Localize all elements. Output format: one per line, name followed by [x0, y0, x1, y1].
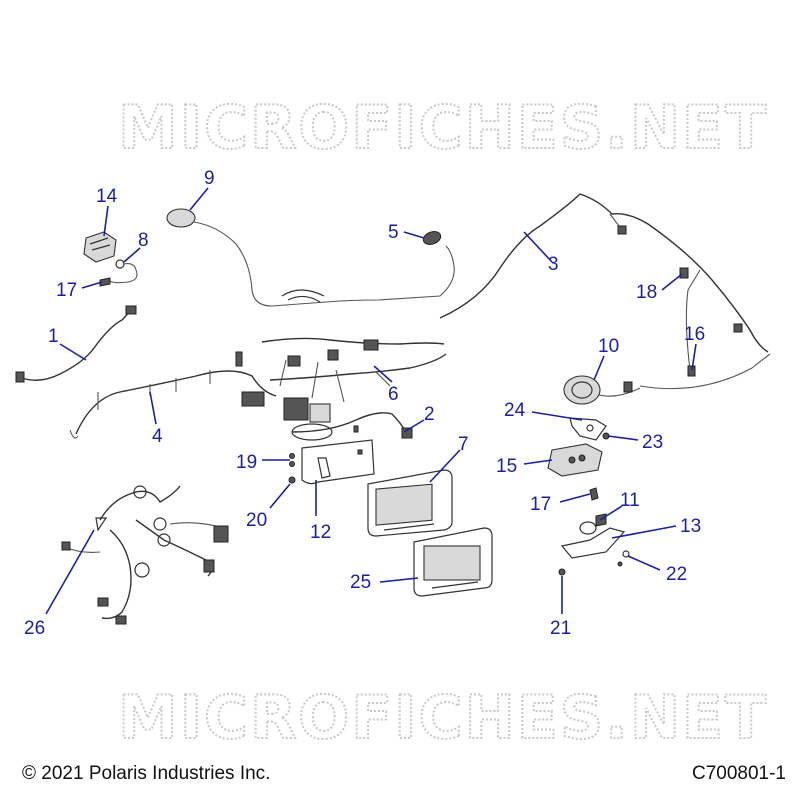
copyright-text: © 2021 Polaris Industries Inc. — [22, 763, 271, 784]
part-24-bracket — [569, 417, 607, 441]
part-15-module — [547, 443, 603, 477]
part-18-clip — [679, 267, 689, 279]
part-14-sensor — [83, 231, 117, 263]
callout-10: 10 — [598, 336, 619, 357]
callout-11: 11 — [620, 490, 640, 511]
part-1-harness — [15, 305, 137, 383]
part-17-screw-right — [589, 487, 599, 501]
callout-5: 5 — [388, 222, 399, 243]
callout-12: 12 — [310, 522, 331, 543]
part-26-harness — [61, 485, 229, 625]
callout-17-left: 17 — [56, 280, 77, 301]
part-25-display — [413, 527, 493, 597]
callout-24: 24 — [504, 400, 526, 421]
part-9-antenna — [166, 208, 455, 307]
leader-lines — [45, 187, 697, 615]
callout-16: 16 — [684, 324, 705, 345]
part-20-nut — [288, 476, 296, 484]
watermark-bottom: MICROFICHES.NET — [118, 683, 768, 753]
part-12-bracket — [301, 425, 375, 485]
callouts: 1 2 3 4 5 6 7 8 9 10 11 12 13 14 15 16 1… — [24, 168, 705, 639]
callout-26: 26 — [24, 618, 45, 639]
part-17-screw-left — [99, 277, 111, 287]
callout-1: 1 — [48, 326, 59, 347]
callout-14: 14 — [96, 186, 118, 207]
watermark-top: MICROFICHES.NET — [118, 93, 768, 163]
callout-20: 20 — [246, 510, 267, 531]
callout-7: 7 — [458, 434, 469, 455]
part-4-harness — [69, 351, 277, 439]
callout-17-right: 17 — [530, 494, 551, 515]
callout-6: 6 — [388, 384, 399, 405]
callout-25: 25 — [350, 572, 371, 593]
part-7-display — [367, 469, 453, 537]
part-8-connector — [107, 259, 138, 284]
part-10-horn — [563, 375, 633, 405]
callout-21: 21 — [550, 618, 571, 639]
part-11-clamp — [579, 513, 607, 535]
callout-18: 18 — [636, 282, 657, 303]
callout-9: 9 — [204, 168, 215, 189]
callout-19: 19 — [236, 452, 257, 473]
callout-13: 13 — [680, 516, 701, 537]
callout-3: 3 — [548, 254, 559, 275]
part-3-harness — [439, 193, 771, 397]
part-21-bolt — [558, 568, 566, 576]
part-16-clip — [687, 365, 696, 377]
part-13-bracket — [560, 527, 626, 559]
callout-2: 2 — [424, 404, 435, 425]
callout-8: 8 — [138, 230, 149, 251]
diagram-id: C700801-1 — [691, 763, 786, 784]
part-22-washer — [617, 550, 630, 567]
part-6-main-harness — [241, 337, 447, 423]
callout-23: 23 — [642, 432, 663, 453]
part-5-connector — [422, 231, 442, 245]
callout-15: 15 — [496, 456, 517, 477]
callout-22: 22 — [666, 564, 687, 585]
part-19-screws — [289, 453, 295, 467]
part-2-harness — [291, 412, 413, 441]
callout-4: 4 — [152, 426, 163, 447]
